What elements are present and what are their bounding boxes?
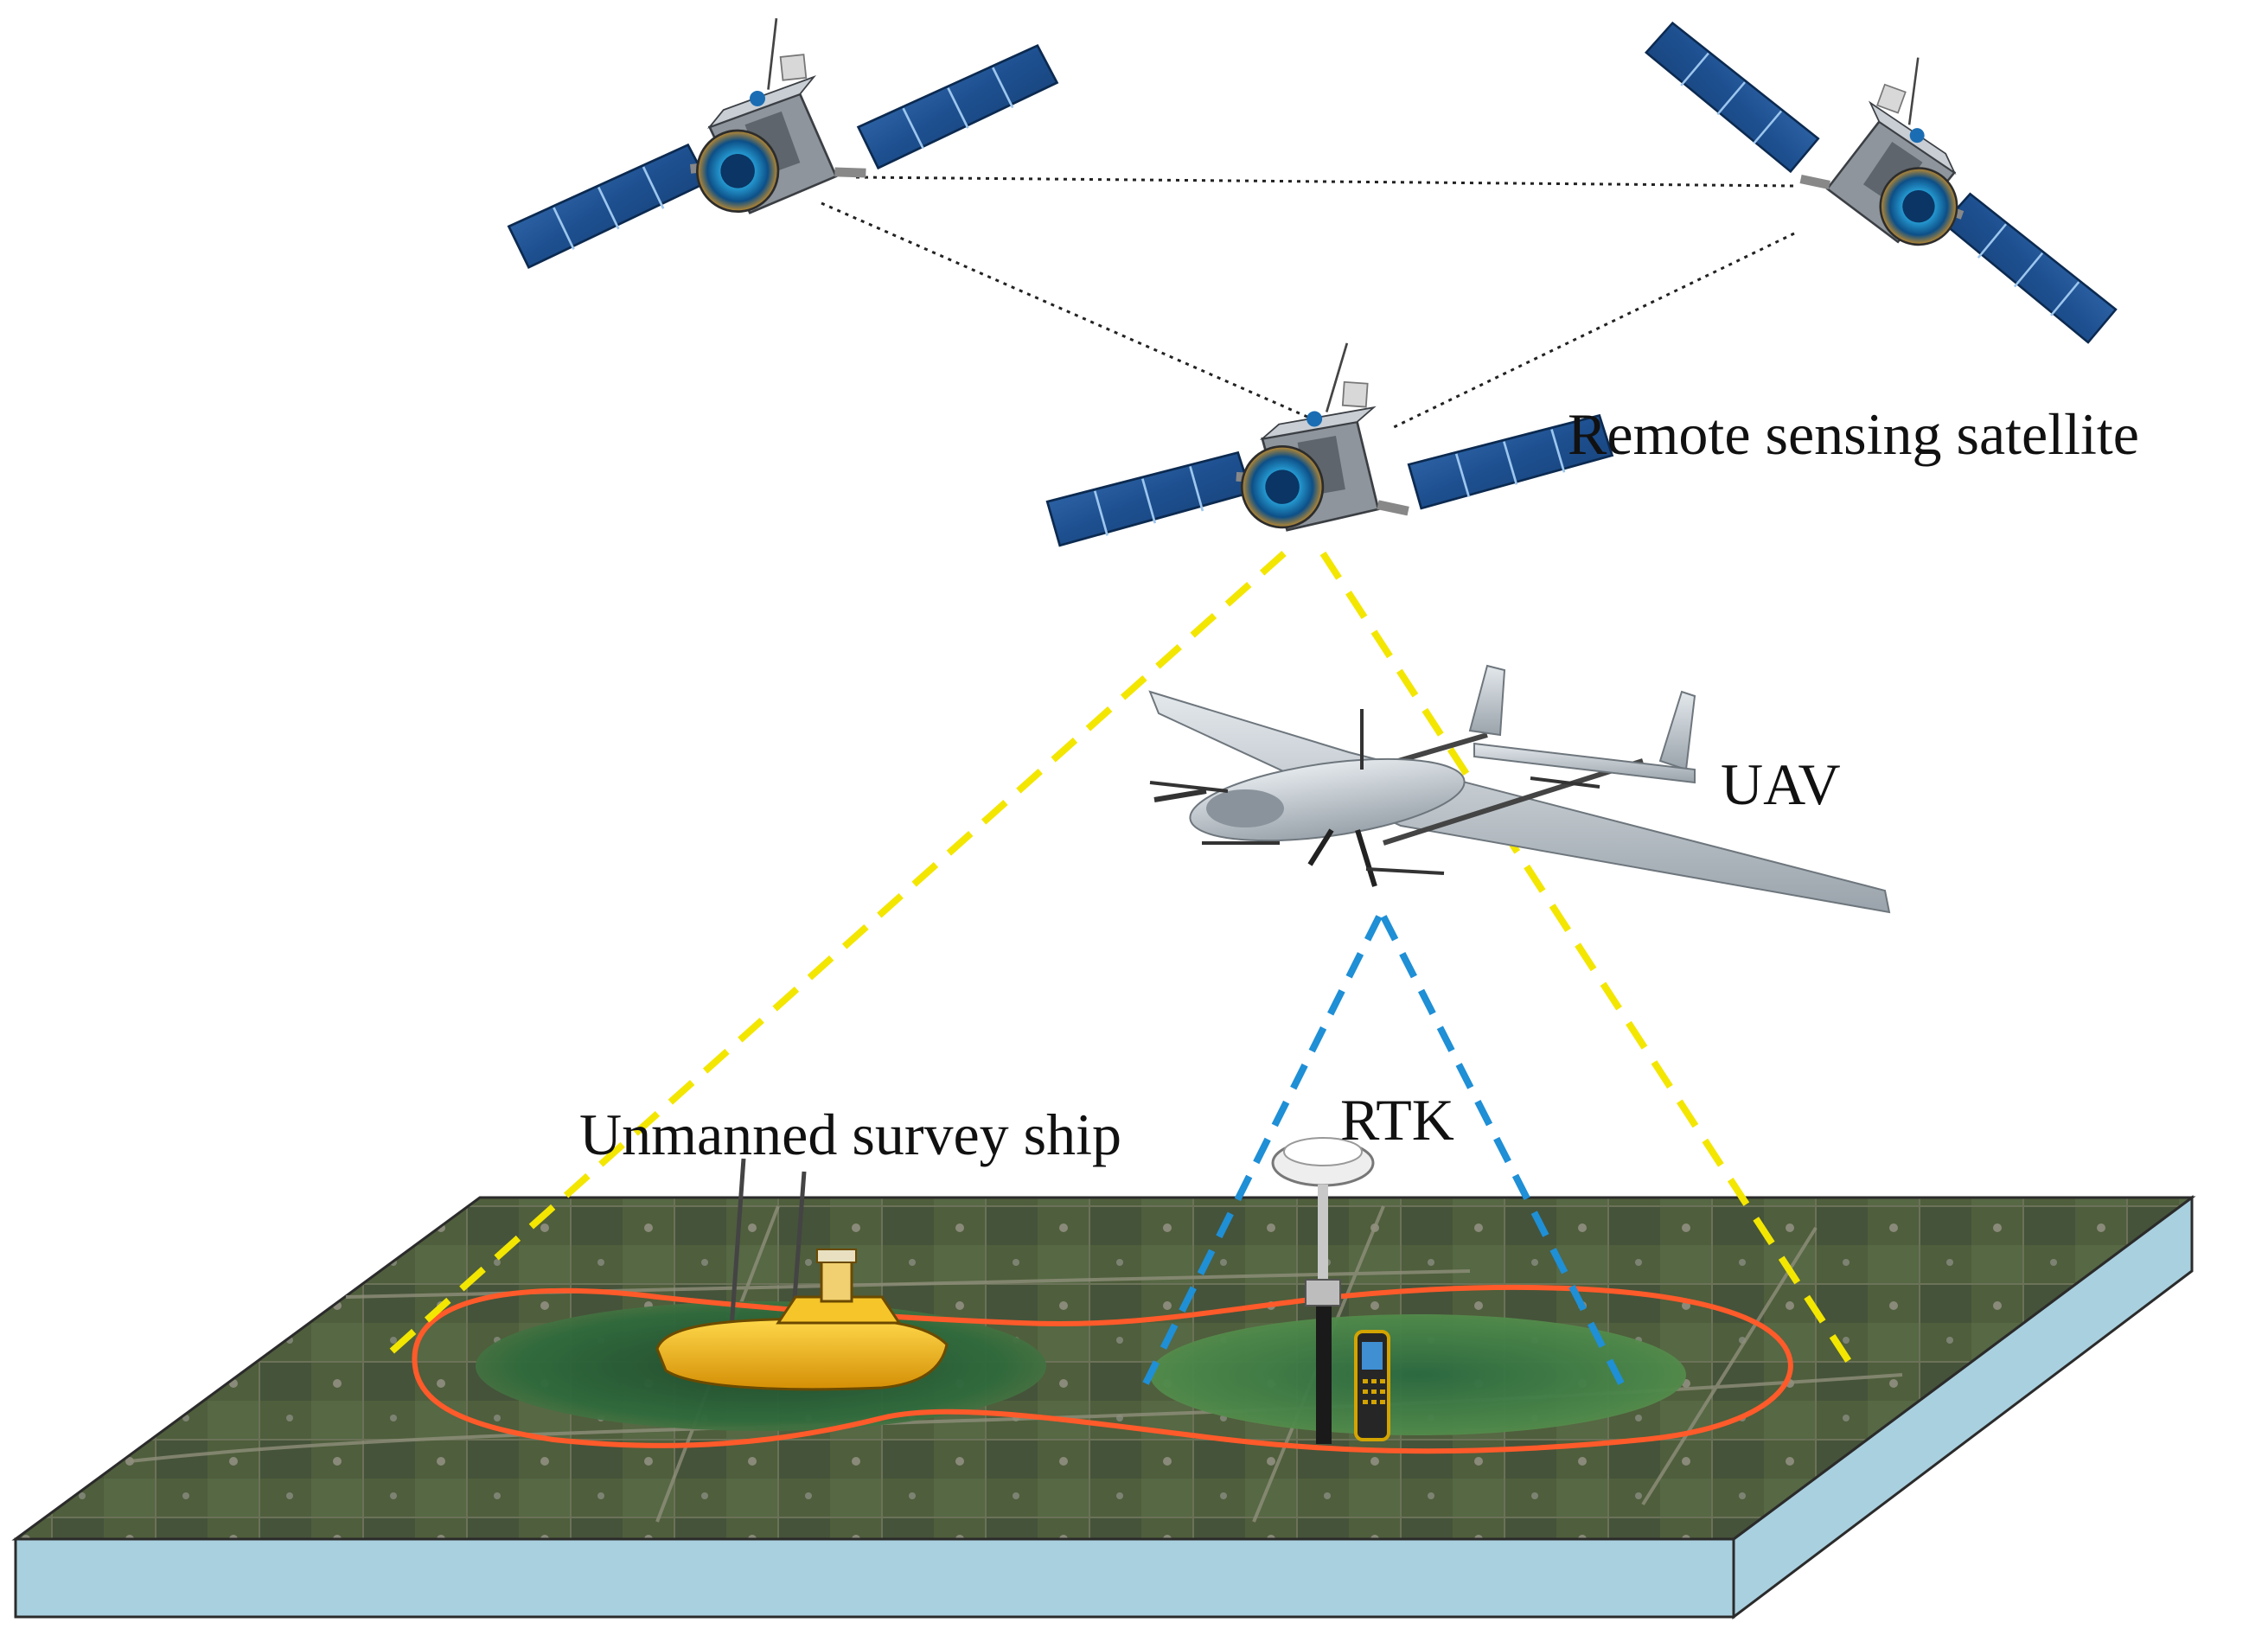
satellite-footprint	[382, 551, 1858, 1373]
satellite-label: Remote sensing satellite	[1568, 401, 2139, 467]
terrain-front-face	[14, 1537, 1735, 1619]
satellite-links	[821, 176, 1795, 430]
survey-ship-icon	[655, 1158, 949, 1391]
uav-icon	[1148, 664, 1891, 914]
satellite-icon	[1603, 0, 2175, 349]
rtk-label: RTK	[1340, 1087, 1454, 1153]
satellite-icon	[489, 0, 1072, 271]
rtk-receiver-icon	[1271, 1137, 1390, 1444]
uav-footprint	[1142, 915, 1625, 1385]
satellite-icon	[1043, 322, 1620, 585]
terrain-block	[11, 1195, 2196, 1620]
uav-label: UAV	[1721, 751, 1841, 817]
terrain-top-face	[11, 1196, 2196, 1541]
lake-water-right	[1150, 1314, 1686, 1435]
survey-ship-label: Unmanned survey ship	[579, 1102, 1121, 1167]
